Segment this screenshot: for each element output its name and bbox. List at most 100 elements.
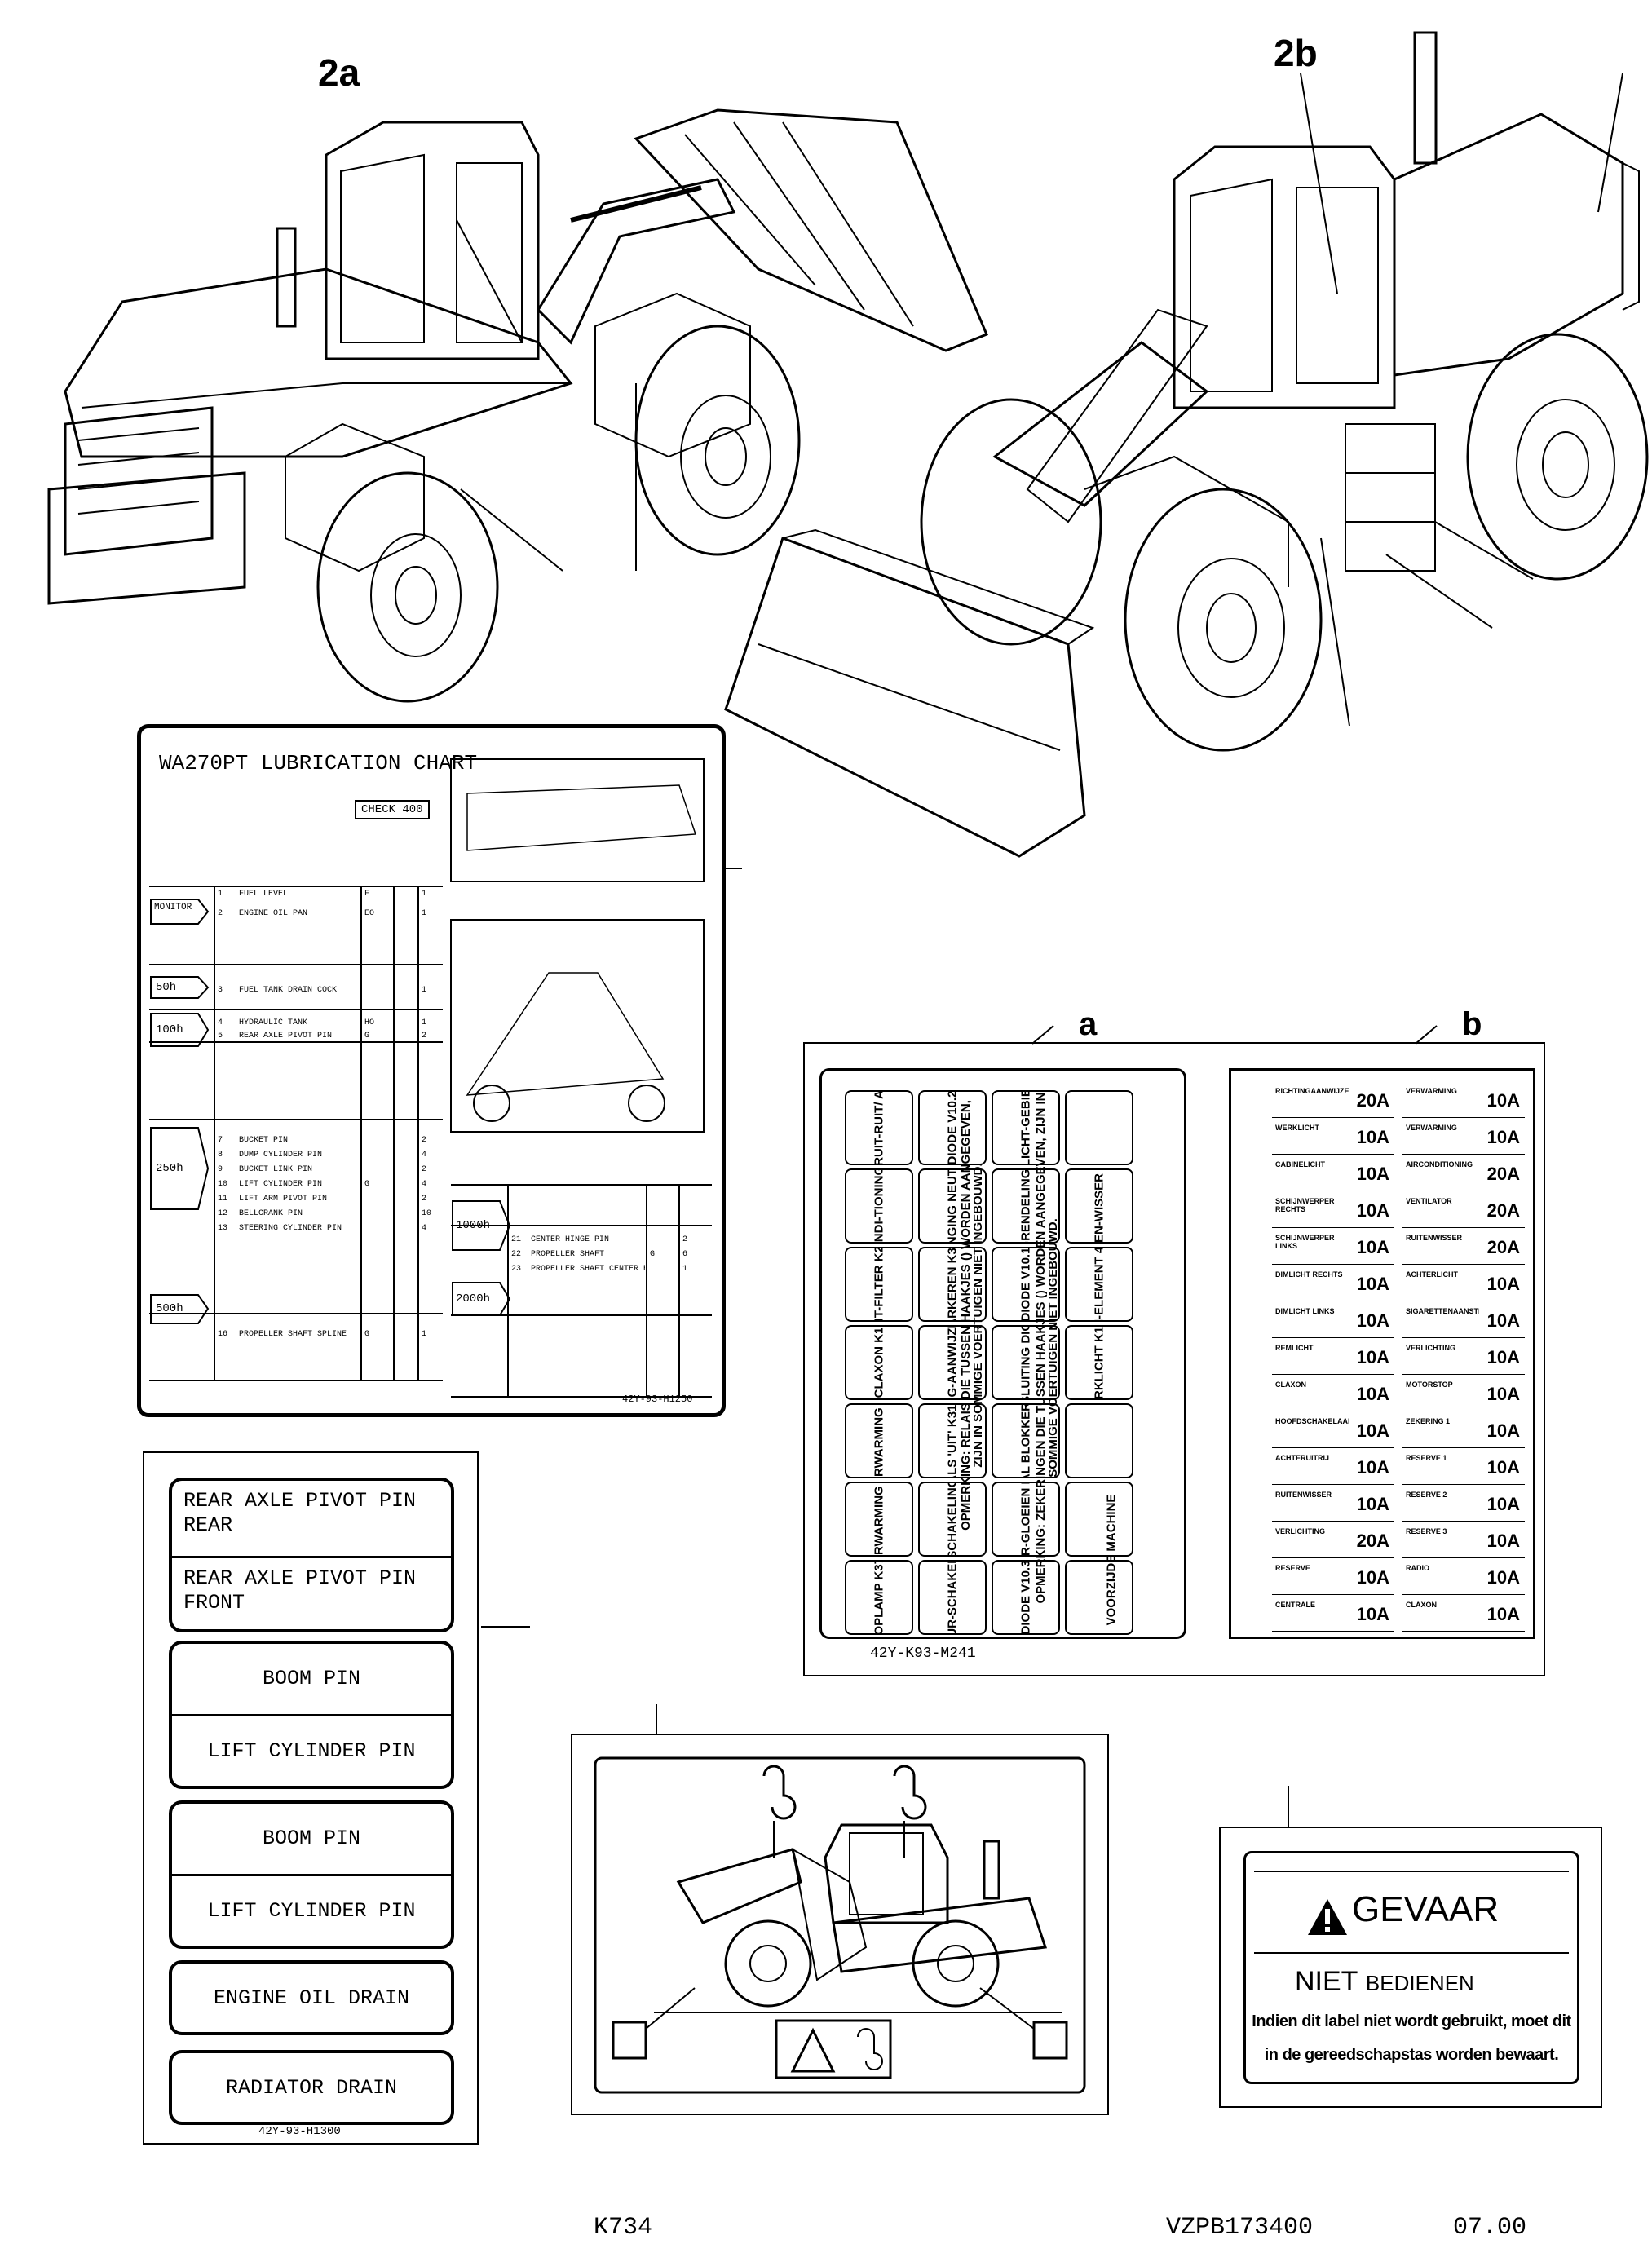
relay-cell: RUITEN-WISSER K337 xyxy=(1065,1168,1133,1244)
relay-label: DIODE V10.1 xyxy=(1018,1247,1033,1322)
wheel-loader-left xyxy=(47,108,988,703)
fuse-rating: 10A xyxy=(1486,1090,1520,1111)
lube-item-name: ENGINE OIL PAN xyxy=(239,909,308,918)
decal-line: ENGINE OIL DRAIN xyxy=(213,1986,410,2010)
lube-item-name: PROPELLER SHAFT CENTER BEARING xyxy=(531,1265,645,1274)
machine-front-label: VOORZIJDE MACHINE xyxy=(1104,1494,1119,1626)
relay-cell: PARKEREN K379 xyxy=(918,1247,987,1322)
relay-cell: KOPLAMP K378 xyxy=(845,1560,913,1635)
interval-monitor: MONITOR xyxy=(154,903,192,912)
fuse-rating: 10A xyxy=(1486,1310,1520,1331)
relay-cell: DIODE V10.3 xyxy=(992,1560,1060,1635)
relay-cell: CLAXON K1 xyxy=(845,1325,913,1400)
relay-label: RUITEN-ELEMENT 4/61 K67 xyxy=(1093,1248,1106,1320)
lube-item-no: 13 xyxy=(218,1224,228,1233)
lubrication-chart: WA270PT LUBRICATION CHART CHECK 400 xyxy=(137,724,726,1417)
relay-cell xyxy=(1065,1560,1133,1635)
fuse-label: RESERVE 3 xyxy=(1406,1527,1447,1535)
fuse-label: RESERVE 1 xyxy=(1406,1454,1447,1462)
decal-radiator-drain: RADIATOR DRAIN xyxy=(169,2050,454,2125)
fuse-rating: 10A xyxy=(1486,1531,1520,1551)
lube-item-pts: 6 xyxy=(682,1250,688,1259)
lube-item-lub: EO xyxy=(364,909,375,918)
decal-line: RADIATOR DRAIN xyxy=(225,2076,398,2100)
leader-line xyxy=(1300,73,1338,294)
relay-label: ALS 'UIT' K317 xyxy=(945,1403,960,1478)
lube-item-pts: 1 xyxy=(422,909,427,918)
danger-line-1: NIET BEDIENEN xyxy=(1295,1966,1474,1998)
danger-decal-frame: GEVAAR NIET BEDIENEN Indien dit label ni… xyxy=(1243,1851,1579,2084)
lube-item-pts: 1 xyxy=(682,1265,688,1274)
lube-item-pts: 2 xyxy=(682,1235,688,1244)
fuse-rating: 20A xyxy=(1486,1237,1520,1257)
leader-line xyxy=(481,1626,530,1628)
relay-label: ACHTER-RUIT-RUIT/ AAN LOOS xyxy=(872,1092,886,1164)
lube-item-no: 2 xyxy=(218,909,223,918)
lube-item-no: 23 xyxy=(511,1265,522,1274)
danger-line-1-big: NIET xyxy=(1295,1966,1358,1997)
fuse-label: VERLICHTING xyxy=(1275,1527,1326,1535)
fuse-label: DIMLICHT RECHTS xyxy=(1275,1270,1343,1279)
callout-2b: 2b xyxy=(1274,32,1318,74)
lube-item-name: HYDRAULIC TANK xyxy=(239,1018,308,1027)
lube-item-name: LIFT ARM PIVOT PIN xyxy=(239,1195,328,1204)
relay-cell: AFSLUITING DIODE xyxy=(992,1325,1060,1400)
fuse-label: ZEKERING 1 xyxy=(1406,1417,1451,1425)
lube-item-name: PROPELLER SHAFT SPLINE xyxy=(239,1330,347,1339)
fuse-label: SCHIJNWERPER LINKS xyxy=(1275,1234,1335,1250)
lube-item-no: 4 xyxy=(218,1018,223,1027)
relay-label: DIODE V10.2 xyxy=(945,1090,960,1165)
lube-item-lub: G xyxy=(364,1330,370,1339)
lube-item-no: 10 xyxy=(218,1180,228,1189)
decal-boom-pin: BOOM PIN xyxy=(262,1827,361,1850)
fuse-note: OPMERKING: ZEKERINGEN DIE TUSSEN HAAKJES… xyxy=(1034,1092,1060,1604)
relay-label: KOPLAMP K378 xyxy=(872,1560,886,1635)
relay-cell xyxy=(1065,1090,1133,1165)
lube-item-name: BUCKET PIN xyxy=(239,1136,289,1145)
lube-item-name: FUEL LEVEL xyxy=(239,890,289,899)
lube-item-lub: G xyxy=(650,1250,656,1259)
fuse-label: SCHIJNWERPER RECHTS xyxy=(1275,1197,1335,1213)
lube-item-lub: G xyxy=(364,1180,370,1189)
machine-illustrations xyxy=(47,31,1649,869)
fuse-label: WERKLICHT xyxy=(1275,1124,1319,1132)
fuse-label: RESERVE xyxy=(1275,1564,1310,1572)
danger-line-3: in de gereedschapstas worden bewaart. xyxy=(1264,2046,1559,2064)
lube-item-name: BELLCRANK PIN xyxy=(239,1209,303,1218)
decal-code: 42Y-93-H1300 xyxy=(258,2125,341,2138)
relay-box: ACHTER-RUIT-RUIT/ AAN LOOSDIODE V10.2WER… xyxy=(819,1068,1186,1639)
fuse-label: ACHTERLICHT xyxy=(1406,1270,1458,1279)
lube-item-pts: 2 xyxy=(422,1165,427,1174)
fuse-box: OPMERKING: ZEKERINGEN DIE TUSSEN HAAKJES… xyxy=(1034,1068,1535,1639)
check-label: CHECK 400 xyxy=(355,800,430,819)
danger-decal-graphic xyxy=(1254,1871,1569,1954)
relay-label: VERWARMING K1 xyxy=(872,1403,886,1478)
lube-item-pts: 1 xyxy=(422,1330,427,1339)
fuse-rating: 10A xyxy=(1486,1274,1520,1294)
interval-500h: 500h xyxy=(156,1302,183,1315)
fuse-label: DIMLICHT LINKS xyxy=(1275,1307,1335,1315)
relay-cell: AIR-KONDI-TIONING K2121 xyxy=(845,1168,913,1244)
fuse-rating: 10A xyxy=(1486,1384,1520,1404)
decal-lift-cylinder-pin: LIFT CYLINDER PIN xyxy=(172,1874,451,1946)
relay-label: VERWARMING K0 xyxy=(872,1482,886,1557)
lube-item-name: DUMP CYLINDER PIN xyxy=(239,1151,323,1160)
fuse-rating: 20A xyxy=(1356,1531,1389,1551)
lube-item-pts: 4 xyxy=(422,1151,427,1160)
